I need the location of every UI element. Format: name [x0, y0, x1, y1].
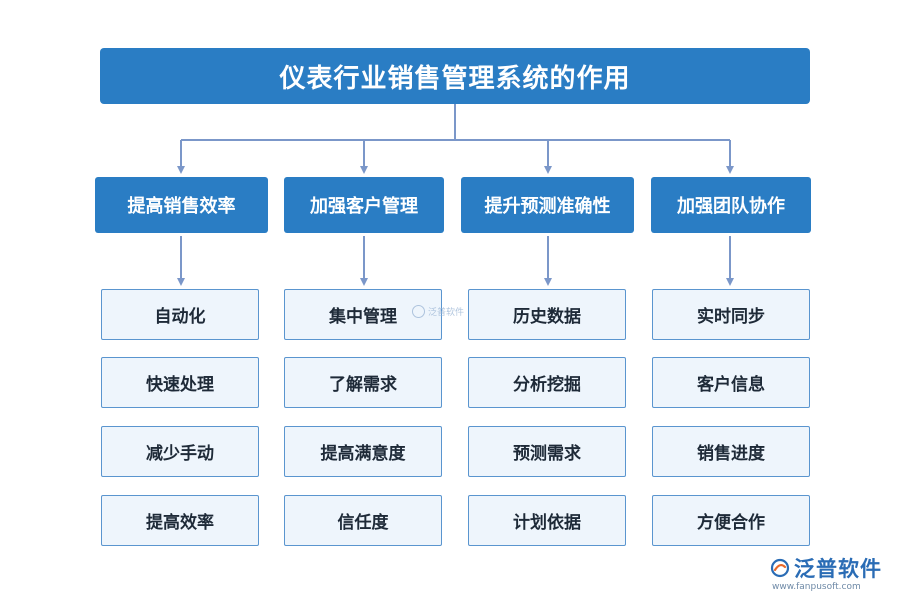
brand-swirl-icon — [770, 558, 790, 578]
item-box: 减少手动 — [101, 426, 259, 477]
brand-name: 泛普软件 — [794, 557, 882, 581]
item-box: 信任度 — [284, 495, 442, 546]
item-box: 提高满意度 — [284, 426, 442, 477]
item-box: 历史数据 — [468, 289, 626, 340]
item-box: 实时同步 — [652, 289, 810, 340]
item-box: 计划依据 — [468, 495, 626, 546]
watermark-text: 泛普软件 — [428, 308, 465, 318]
item-box: 方便合作 — [652, 495, 810, 546]
category-box-2: 加强客户管理 — [284, 177, 444, 233]
watermark: 泛普软件 — [412, 305, 464, 318]
brand-url: www.fanpusoft.com — [772, 582, 861, 592]
category-box-3: 提升预测准确性 — [461, 177, 634, 233]
item-box: 快速处理 — [101, 357, 259, 408]
item-box: 销售进度 — [652, 426, 810, 477]
diagram-title: 仪表行业销售管理系统的作用 — [100, 48, 810, 104]
item-box: 自动化 — [101, 289, 259, 340]
item-box: 预测需求 — [468, 426, 626, 477]
category-box-1: 提高销售效率 — [95, 177, 268, 233]
brand-logo: 泛普软件 www.fanpusoft.com — [770, 553, 882, 592]
item-box: 提高效率 — [101, 495, 259, 546]
item-box: 客户信息 — [652, 357, 810, 408]
item-box: 分析挖掘 — [468, 357, 626, 408]
category-box-4: 加强团队协作 — [651, 177, 811, 233]
item-box: 了解需求 — [284, 357, 442, 408]
watermark-logo-icon — [412, 305, 425, 318]
